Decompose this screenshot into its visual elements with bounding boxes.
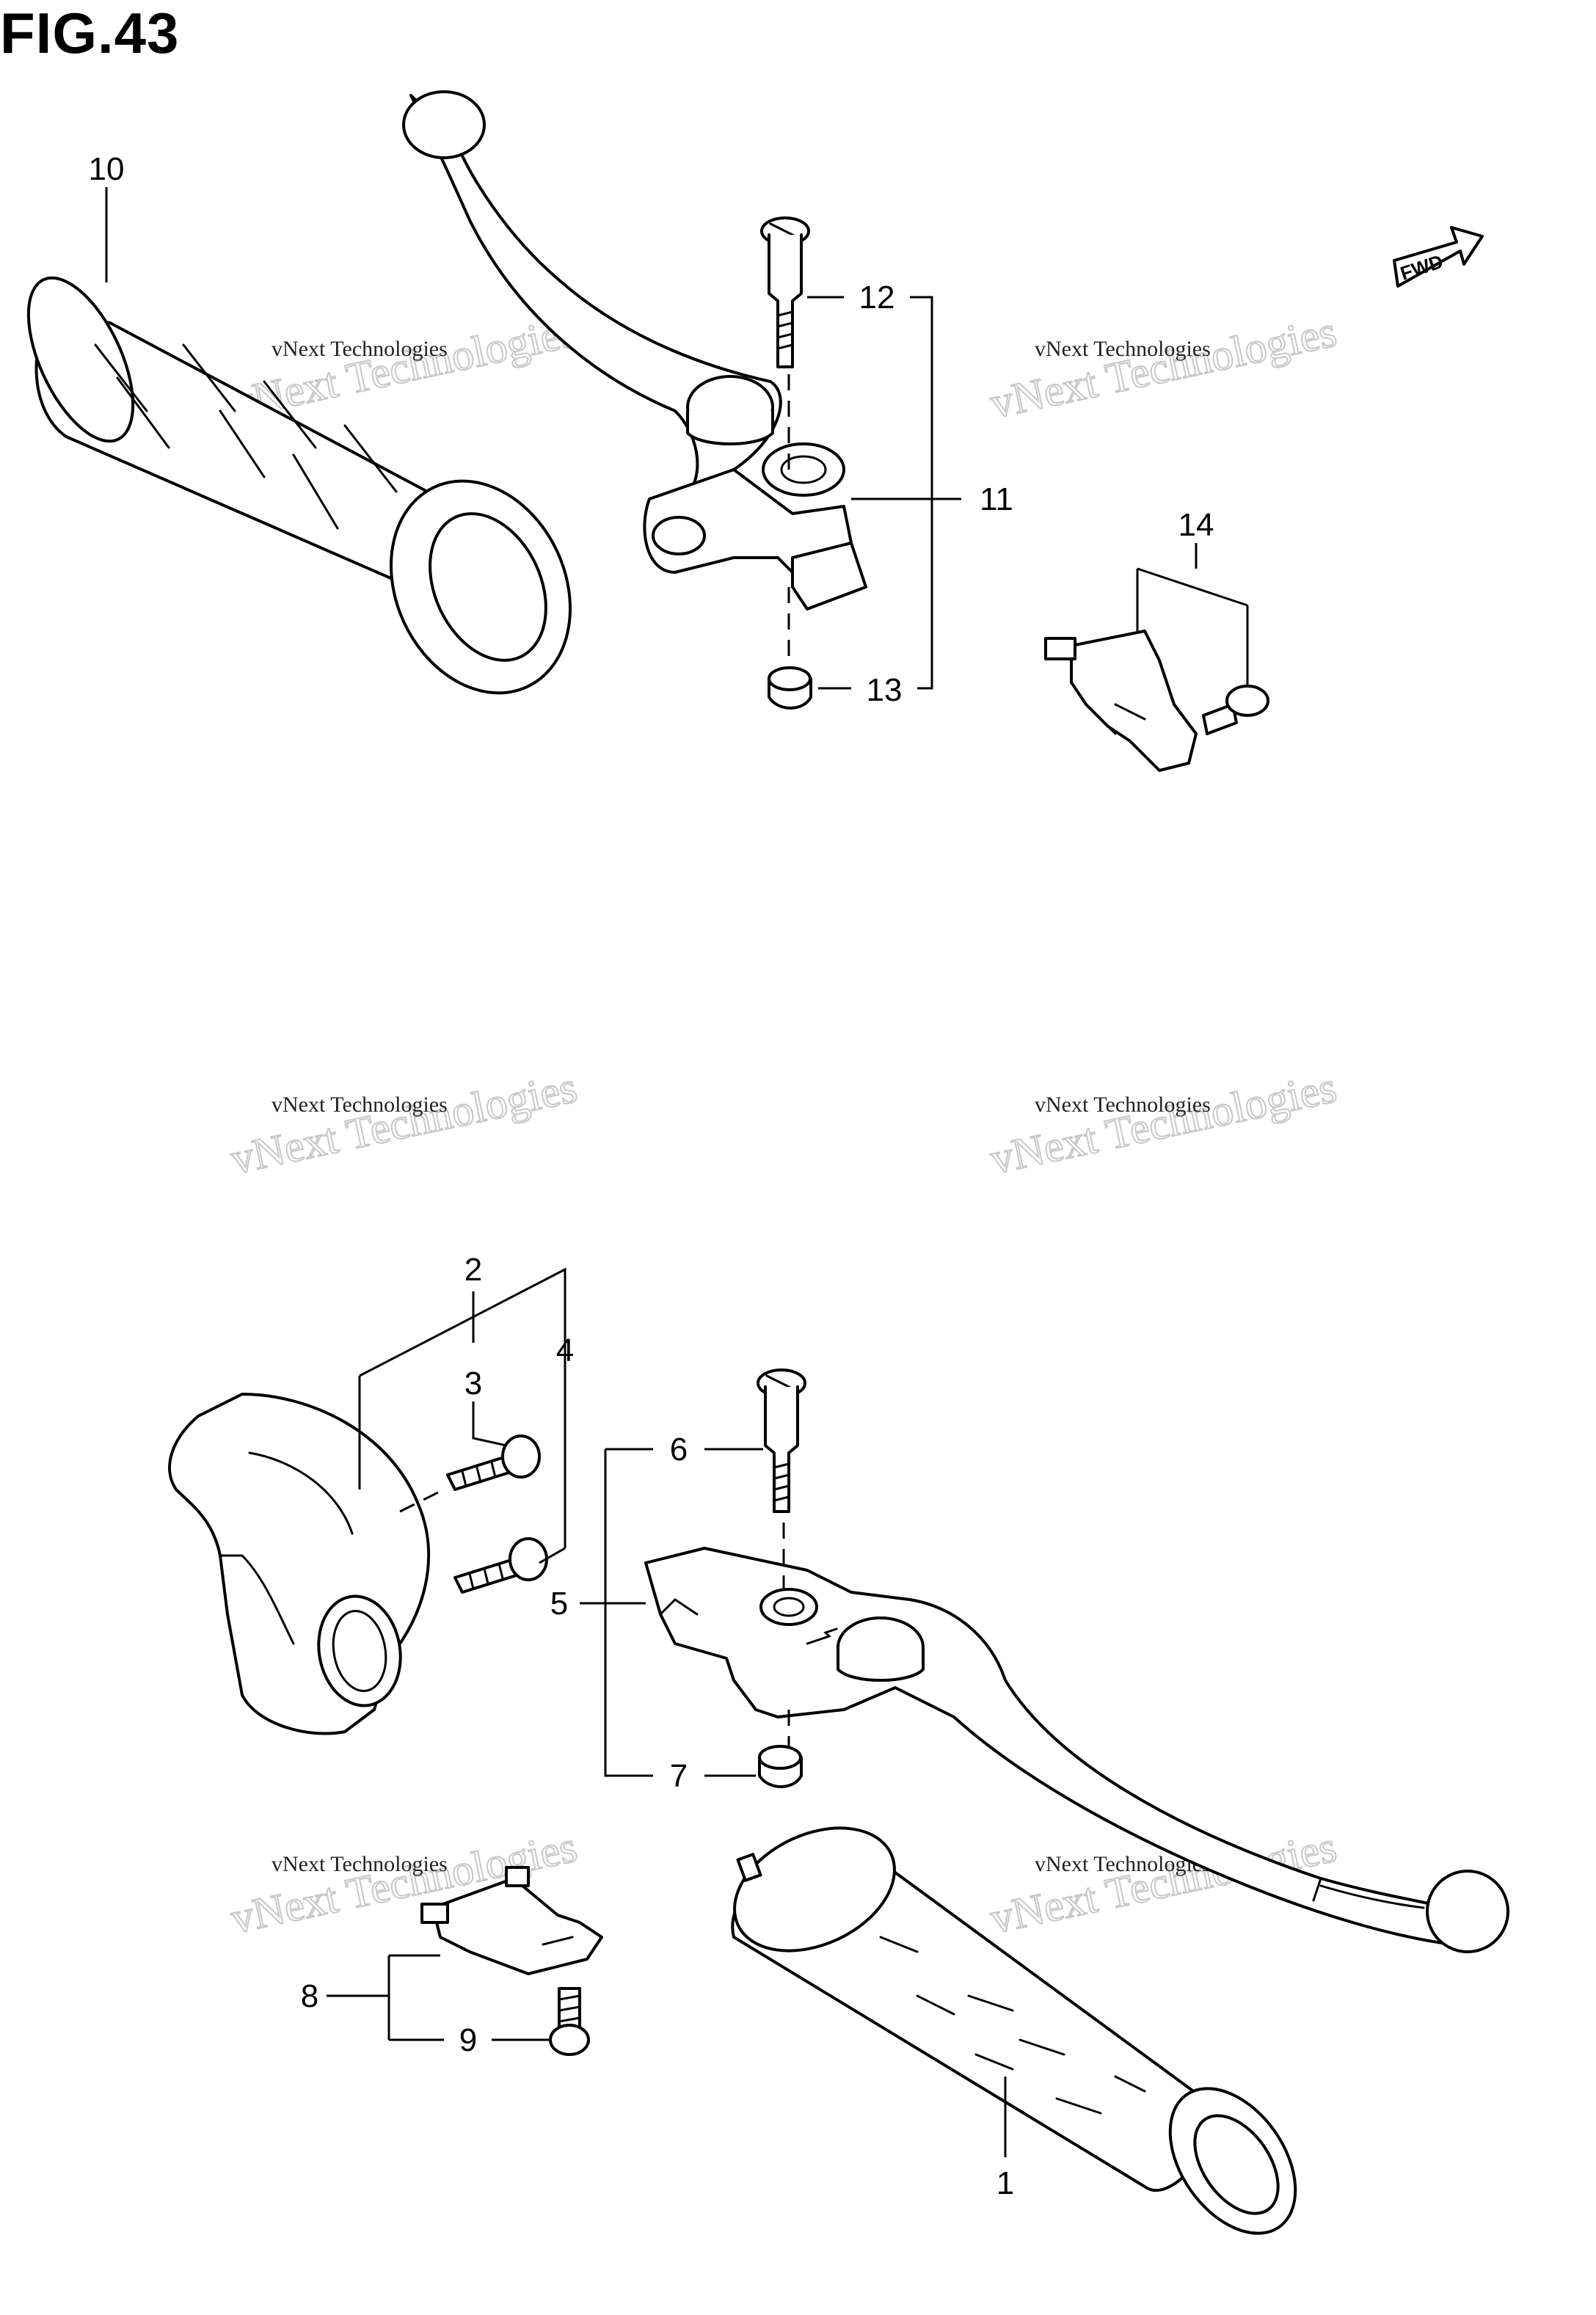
callout-12: 12	[859, 280, 895, 316]
brake-switch-part	[420, 1866, 603, 1975]
svg-text:vNext Technologies: vNext Technologies	[227, 307, 581, 427]
nut-top-part	[768, 587, 812, 710]
svg-text:FWD: FWD	[1398, 250, 1446, 285]
leader-lines	[105, 187, 1249, 2157]
callout-13: 13	[867, 672, 903, 708]
callout-5: 5	[550, 1586, 568, 1622]
watermark-top-left: vNext Technologies vNext Technologies	[226, 306, 582, 428]
pivot-bolt-top-part	[760, 216, 810, 470]
fwd-arrow-icon: FWD	[1393, 226, 1484, 288]
svg-text:vNext Technologies: vNext Technologies	[986, 1062, 1341, 1183]
callout-14: 14	[1178, 507, 1214, 543]
svg-text:vNext Technologies: vNext Technologies	[272, 1852, 448, 1876]
svg-text:vNext Technologies: vNext Technologies	[272, 337, 448, 361]
nut-bottom-part	[758, 1710, 803, 1788]
watermark-mid-right: vNext Technologies vNext Technologies	[985, 1062, 1341, 1184]
switch-housing-part	[168, 1393, 431, 1735]
callout-labels: 10 12 11 13 14 2 3 4 6 5 7 8 9 1	[89, 151, 1214, 2201]
callout-8: 8	[301, 1978, 318, 2014]
switch-screw-part	[549, 1987, 590, 2056]
callout-3: 3	[464, 1366, 482, 1401]
svg-text:vNext Technologies: vNext Technologies	[986, 307, 1341, 427]
housing-screw-upper-part	[399, 1434, 541, 1513]
callout-4: 4	[556, 1333, 574, 1368]
svg-text:vNext Technologies: vNext Technologies	[272, 1093, 448, 1117]
clutch-switch-part	[1044, 630, 1269, 772]
pivot-bolt-bottom-part	[757, 1368, 806, 1589]
callout-1: 1	[996, 2165, 1014, 2201]
brake-lever-part	[644, 1547, 1509, 1953]
callout-2: 2	[464, 1252, 482, 1288]
left-grip-part	[26, 276, 572, 695]
clutch-lever-part	[402, 90, 867, 610]
callout-9: 9	[459, 2022, 477, 2058]
throttle-grip-part	[731, 1826, 1297, 2235]
callout-10: 10	[89, 151, 125, 187]
watermark-top-right: vNext Technologies vNext Technologies	[985, 306, 1341, 428]
callout-6: 6	[670, 1432, 688, 1468]
housing-screw-lower-part	[453, 1537, 548, 1594]
callout-11: 11	[980, 481, 1013, 517]
svg-text:vNext Technologies: vNext Technologies	[227, 1062, 581, 1183]
figure-title: FIG.43	[0, 1, 180, 65]
callout-7: 7	[670, 1758, 688, 1794]
svg-text:vNext Technologies: vNext Technologies	[1035, 1093, 1211, 1117]
svg-text:vNext Technologies: vNext Technologies	[1035, 337, 1211, 361]
watermark-mid-left: vNext Technologies vNext Technologies	[226, 1062, 582, 1184]
